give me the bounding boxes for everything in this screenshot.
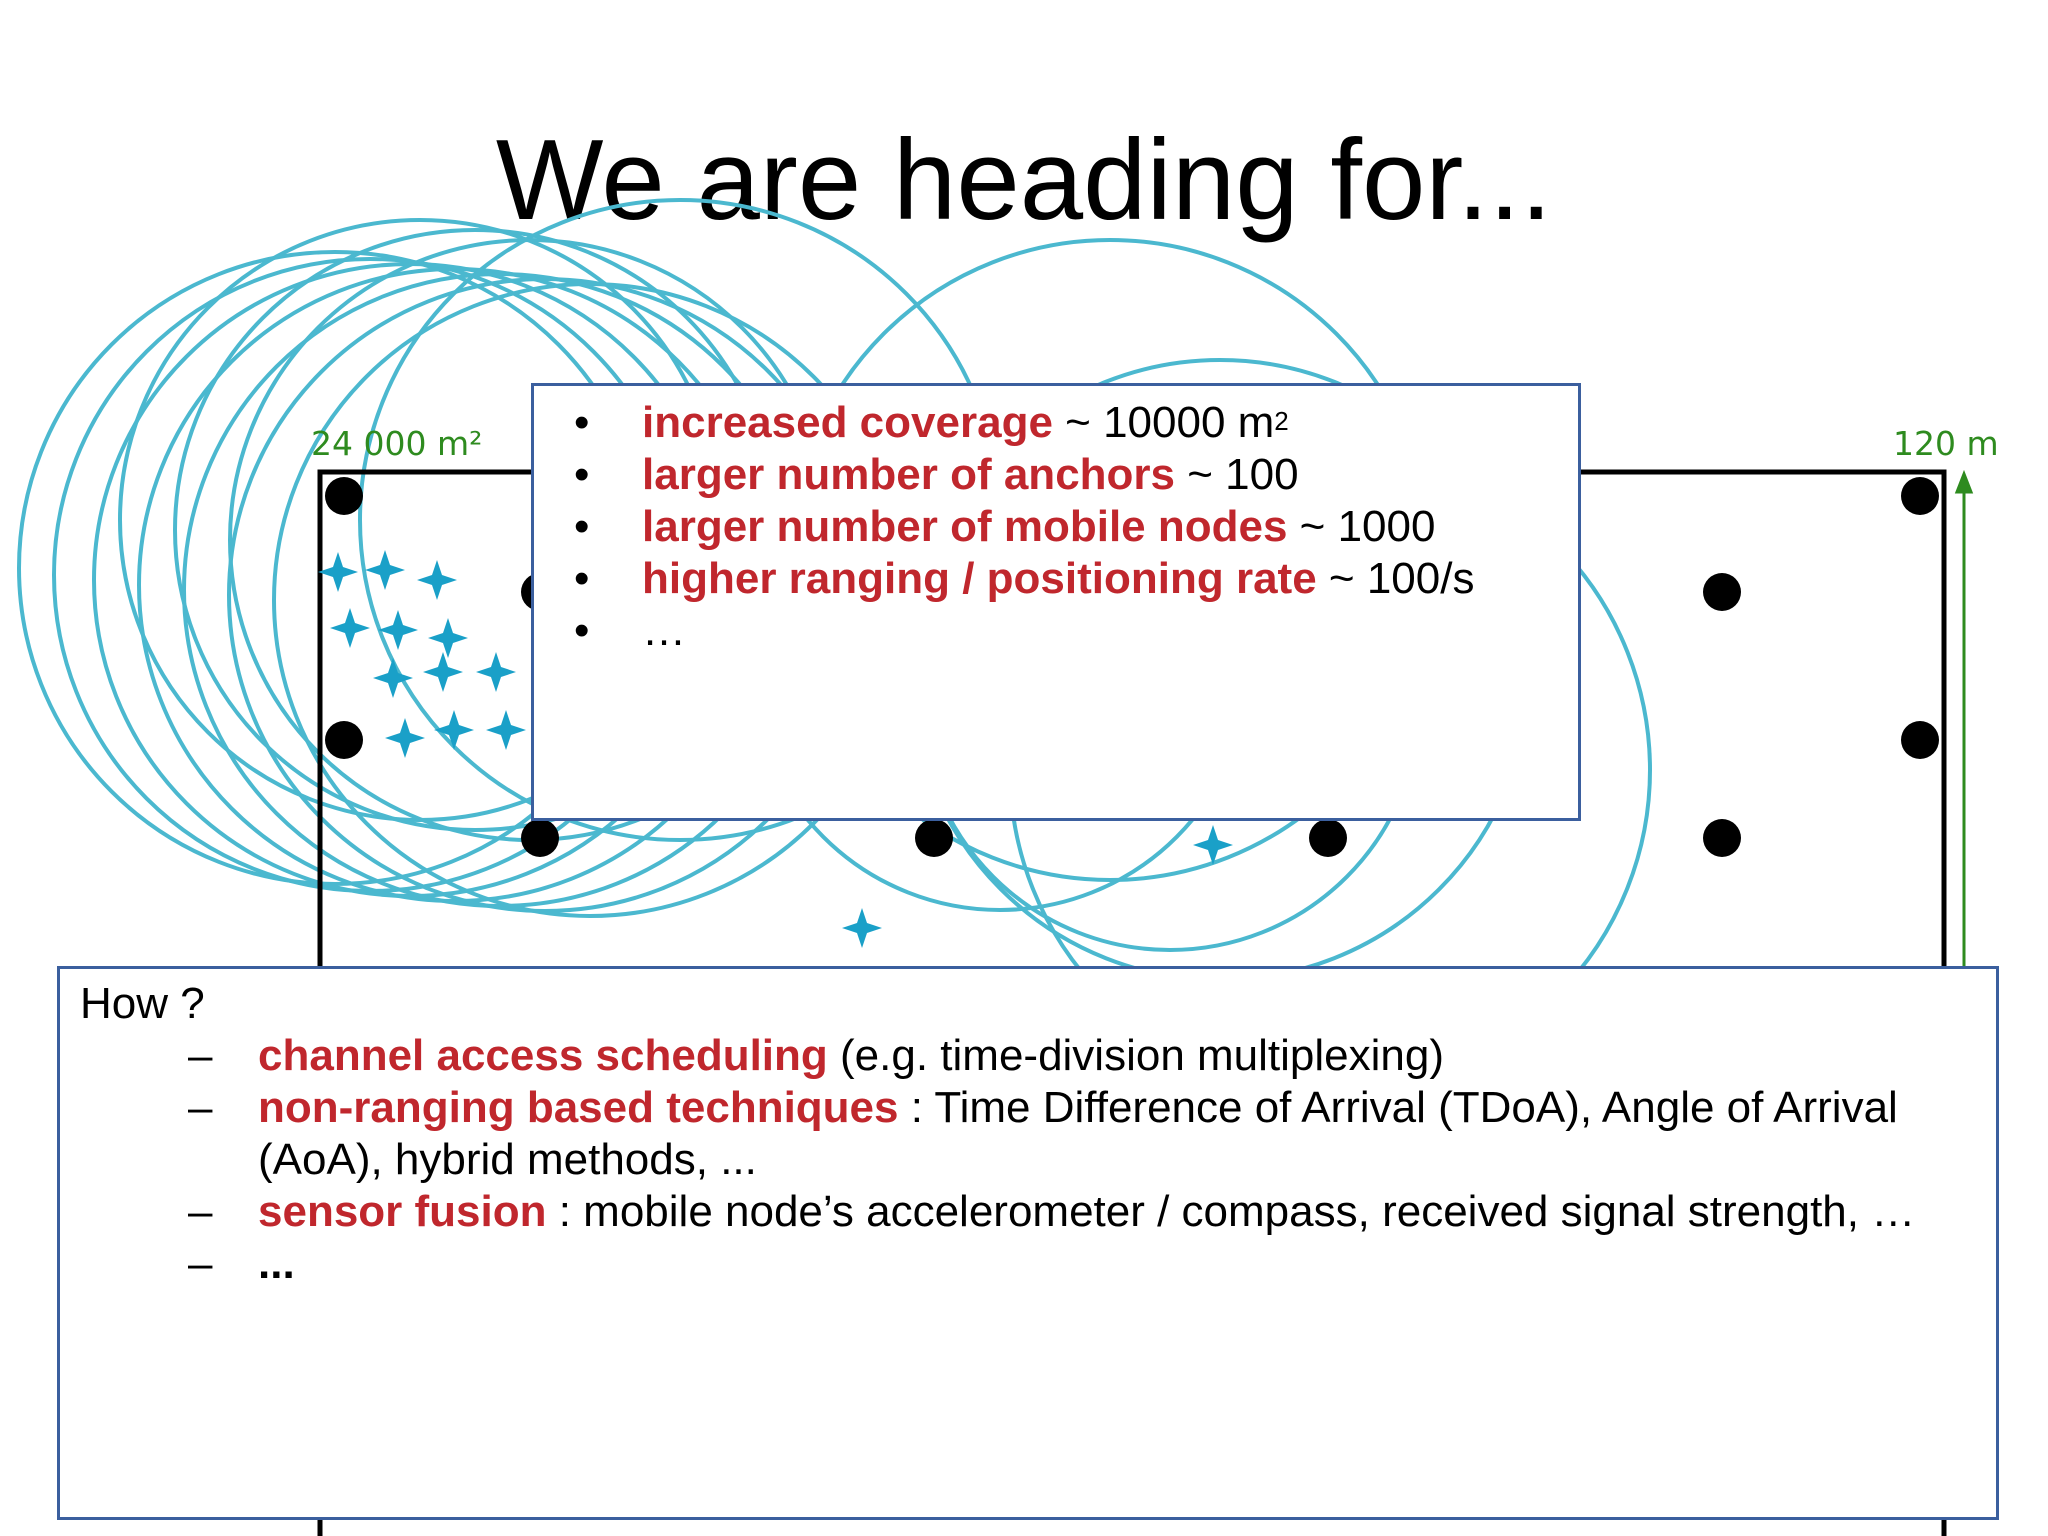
goal-highlight: increased coverage bbox=[642, 398, 1053, 447]
goal-text: ~ 100/s bbox=[1316, 554, 1475, 603]
anchor-node bbox=[1309, 819, 1347, 857]
how-item: –... bbox=[188, 1238, 1976, 1290]
anchor-node bbox=[915, 819, 953, 857]
mobile-node-star bbox=[385, 718, 425, 758]
dash-icon: – bbox=[188, 1031, 213, 1080]
mobile-node-star bbox=[330, 608, 370, 648]
goals-box: • increased coverage ~ 10000 m2 • larger n… bbox=[531, 383, 1581, 821]
how-item: –non-ranging based techniques : Time Dif… bbox=[188, 1082, 1976, 1186]
bullet-icon: • bbox=[574, 606, 590, 655]
mobile-nodes bbox=[318, 550, 1233, 948]
how-item: –channel access scheduling (e.g. time-di… bbox=[188, 1030, 1976, 1082]
mobile-node-star bbox=[434, 710, 474, 750]
mobile-node-star bbox=[476, 652, 516, 692]
goal-item: •… bbox=[574, 605, 1578, 657]
how-highlight: non-ranging based techniques bbox=[258, 1083, 899, 1132]
goal-text: ~ 1000 bbox=[1287, 502, 1436, 551]
anchor-node bbox=[1901, 477, 1939, 515]
goal-superscript: 2 bbox=[1274, 406, 1289, 436]
goal-item: • higher ranging / positioning rate ~ 100… bbox=[574, 553, 1578, 605]
mobile-node-star bbox=[842, 908, 882, 948]
dash-icon: – bbox=[188, 1187, 213, 1236]
anchor-node bbox=[325, 477, 363, 515]
how-text: ... bbox=[258, 1239, 295, 1288]
height-dimension-arrow bbox=[1954, 469, 1974, 966]
mobile-node-star bbox=[378, 610, 418, 650]
mobile-node-star bbox=[428, 618, 468, 658]
mobile-node-star bbox=[365, 550, 405, 590]
area-label: 24 000 m² bbox=[311, 424, 483, 463]
goal-text: ~ 10000 m bbox=[1052, 398, 1275, 447]
mobile-node-star bbox=[373, 658, 413, 698]
goals-list: • increased coverage ~ 10000 m2 • larger n… bbox=[574, 397, 1578, 657]
mobile-node-star bbox=[417, 560, 457, 600]
anchor-node bbox=[1901, 721, 1939, 759]
anchor-node bbox=[325, 721, 363, 759]
how-list: –channel access scheduling (e.g. time-di… bbox=[80, 1030, 1976, 1290]
how-text: (e.g. time-division multiplexing) bbox=[827, 1031, 1445, 1080]
how-item: –sensor fusion : mobile node’s accelerom… bbox=[188, 1186, 1976, 1238]
dash-icon: – bbox=[188, 1083, 213, 1132]
bullet-icon: • bbox=[574, 502, 590, 551]
anchor-node bbox=[521, 819, 559, 857]
goal-text: … bbox=[642, 606, 686, 655]
bullet-icon: • bbox=[574, 450, 590, 499]
bullet-icon: • bbox=[574, 398, 590, 447]
mobile-node-star bbox=[423, 652, 463, 692]
goal-text: ~ 100 bbox=[1175, 450, 1299, 499]
bullet-icon: • bbox=[574, 554, 590, 603]
goal-highlight: larger number of mobile nodes bbox=[642, 502, 1288, 551]
how-highlight: sensor fusion bbox=[258, 1187, 547, 1236]
how-heading: How ? bbox=[80, 979, 205, 1028]
how-box: How ? –channel access scheduling (e.g. t… bbox=[57, 966, 1999, 1520]
slide-title: We are heading for... bbox=[495, 117, 1553, 244]
how-text: : mobile node’s accelerometer / compass,… bbox=[546, 1187, 1916, 1236]
how-text: : Time Difference of Arrival (TDoA), Ang… bbox=[258, 1083, 1898, 1184]
height-label: 120 m bbox=[1893, 424, 1999, 463]
dash-icon: – bbox=[188, 1239, 213, 1288]
anchor-node bbox=[1703, 819, 1741, 857]
anchor-node bbox=[1703, 573, 1741, 611]
mobile-node-star bbox=[486, 710, 526, 750]
goal-item: • increased coverage ~ 10000 m2 bbox=[574, 397, 1578, 449]
goal-highlight: larger number of anchors bbox=[642, 450, 1176, 499]
mobile-node-star bbox=[1193, 825, 1233, 865]
how-highlight: channel access scheduling bbox=[258, 1031, 828, 1080]
mobile-node-star bbox=[318, 552, 358, 592]
goal-highlight: higher ranging / positioning rate bbox=[642, 554, 1317, 603]
goal-item: • larger number of anchors ~ 100 bbox=[574, 449, 1578, 501]
goal-item: • larger number of mobile nodes ~ 1000 bbox=[574, 501, 1578, 553]
